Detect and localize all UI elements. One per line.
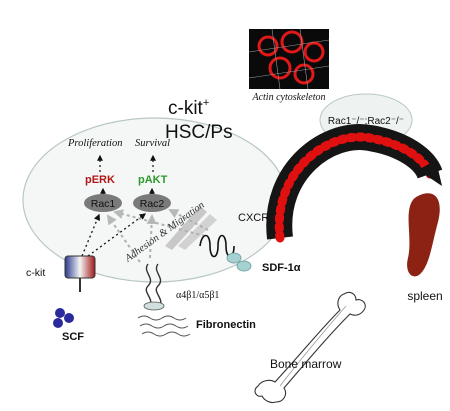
rac2-label: Rac2 xyxy=(140,198,165,210)
arrow-ckit-rac1 xyxy=(81,213,101,257)
integrin-receptor xyxy=(145,263,162,307)
arrow-cxcr4-rac2 xyxy=(168,209,209,231)
cxcr4-label: CXCR4 xyxy=(238,212,275,224)
fibronectin-strand-1 xyxy=(137,315,187,321)
scf-dot-3 xyxy=(53,318,63,328)
rac2-oval xyxy=(133,194,171,212)
knockout-label: Rac1⁻/⁻;Rac2⁻/⁻ xyxy=(328,116,404,127)
proliferation-label: Proliferation xyxy=(67,138,122,149)
adhesion-arrow-2 xyxy=(178,214,217,250)
fibronectin-strand-3 xyxy=(141,331,191,337)
cell-title-line2: HSC/Ps xyxy=(165,122,233,143)
fibronectin-strand-2 xyxy=(139,323,189,329)
survival-label: Survival xyxy=(135,138,170,149)
sdf-label: SDF-1α xyxy=(262,262,301,274)
cxcr4-receptor xyxy=(199,234,235,258)
actin-grid-lines xyxy=(248,28,330,90)
fibronectin-label: Fibronectin xyxy=(196,319,256,331)
migration-arc-head xyxy=(418,160,442,186)
actin-caption: Actin cytoskeleton xyxy=(251,92,325,103)
femur-bone xyxy=(254,291,366,404)
cell-title-line1: c-kit+ xyxy=(168,97,209,119)
actin-stained-cells xyxy=(257,30,325,85)
pakt-label: pAKT xyxy=(138,174,168,186)
scf-dot-1 xyxy=(55,308,65,318)
ckit-receptor xyxy=(64,255,96,279)
bone-marrow-label: Bone marrow xyxy=(270,357,342,371)
arrow-integrin-rac2 xyxy=(146,214,157,259)
rac1-oval xyxy=(84,194,122,212)
spleen-shape xyxy=(407,193,440,277)
rac1-label: Rac1 xyxy=(91,198,116,210)
spleen-label: spleen xyxy=(407,289,442,303)
adhesion-arrow-1 xyxy=(165,206,207,250)
integrin-label: α4β1/α5β1 xyxy=(176,290,219,301)
migration-arc-spots xyxy=(274,132,435,243)
integrin-base xyxy=(143,301,165,311)
perk-label: pERK xyxy=(85,174,115,186)
sdf-ligand-2 xyxy=(236,260,252,272)
scf-label: SCF xyxy=(62,331,84,343)
scf-dot-2 xyxy=(64,313,74,323)
sdf-ligand-1 xyxy=(226,252,242,264)
ckit-label: c-kit xyxy=(26,267,45,279)
arrow-ckit-rac2 xyxy=(87,213,147,257)
femur-shaft-line xyxy=(279,305,347,387)
